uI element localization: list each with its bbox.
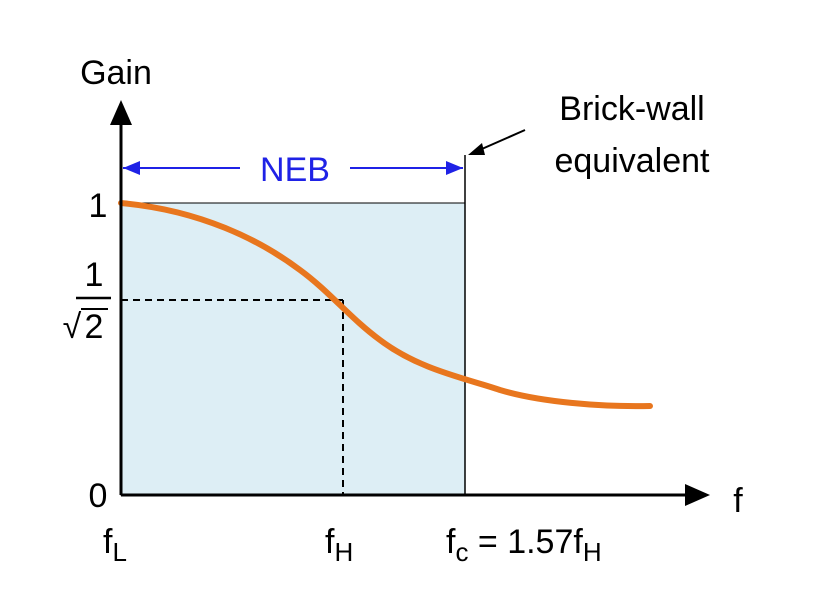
brickwall-pointer [474,129,526,153]
y-axis-arrowhead [110,100,132,125]
brickwall-area [120,202,466,496]
x-axis-label: f [733,482,743,520]
gain-curve [118,200,653,410]
neb-arrowhead-right [446,161,463,175]
y-tick-one: 1 [89,187,108,225]
y-tick-zero: 0 [89,477,108,515]
y-tick-inv-sqrt2-denominator: 2 [85,308,104,346]
x-tick-fc: fc = 1.57fH [446,523,602,567]
brickwall-label-line1: Brick-wall [559,90,704,128]
brickwall-label-line2: equivalent [554,142,710,180]
x-tick-fL: fL [103,523,127,567]
brickwall-pointer-arrowhead [468,143,485,155]
y-tick-inv-sqrt2-radical: √ [63,308,82,346]
neb-arrowhead-left [123,161,140,175]
x-axis-arrowhead [685,484,710,506]
y-axis-label: Gain [80,54,152,92]
x-tick-fH: fH [325,523,353,567]
neb-label: NEB [260,151,330,189]
y-tick-inv-sqrt2-numerator: 1 [85,256,104,294]
